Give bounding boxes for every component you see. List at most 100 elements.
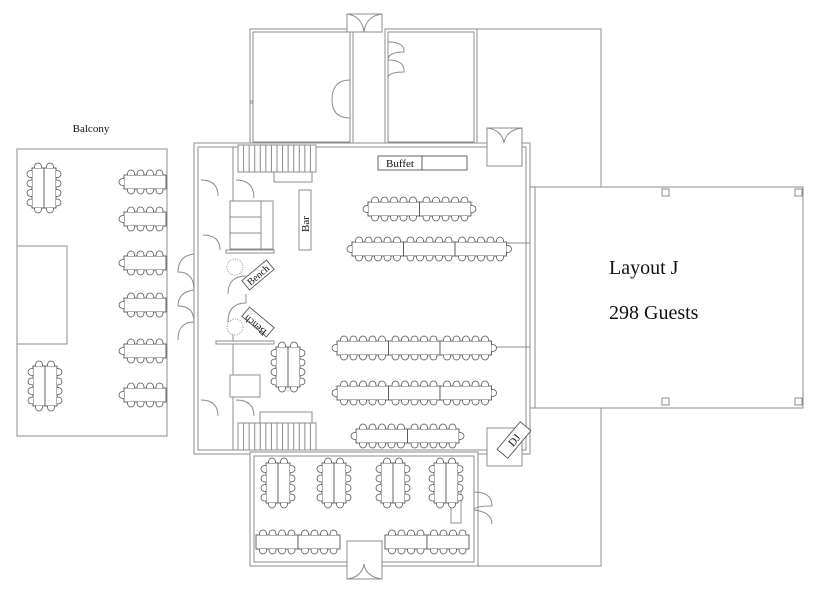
- chair-icon: [350, 432, 356, 440]
- chair-icon: [259, 529, 267, 535]
- chair-icon: [155, 206, 164, 212]
- chair-icon: [127, 250, 135, 256]
- chair-icon: [136, 402, 145, 408]
- plant-icon: [226, 258, 244, 276]
- chair-icon: [374, 256, 382, 262]
- chair-icon: [368, 400, 377, 406]
- chair-icon: [146, 312, 154, 318]
- buffet-label: Buffet: [386, 158, 414, 170]
- banquet-table: [255, 534, 299, 550]
- chair-icon: [260, 474, 266, 483]
- banquet-table: [297, 534, 341, 550]
- chair-icon: [355, 236, 363, 242]
- chair-icon: [375, 484, 381, 492]
- chair-icon: [378, 335, 386, 341]
- banquet-table: [123, 387, 167, 403]
- stairs-bottom: [237, 411, 317, 451]
- door-swing-icon: [331, 79, 351, 119]
- chair-icon: [429, 355, 438, 361]
- chair-icon: [136, 270, 145, 276]
- landing: [259, 411, 313, 424]
- chair-icon: [324, 503, 332, 509]
- chair-icon: [383, 503, 391, 509]
- chair-icon: [127, 358, 135, 364]
- chair-icon: [359, 443, 367, 449]
- chair-icon: [378, 443, 386, 449]
- chair-icon: [316, 493, 322, 502]
- chair-icon: [388, 549, 396, 555]
- chair-icon: [56, 170, 62, 178]
- chair-icon: [391, 380, 400, 386]
- chair-icon: [420, 355, 428, 361]
- service-area: [177, 147, 275, 450]
- chair-icon: [136, 250, 145, 256]
- chair-icon: [301, 529, 309, 535]
- banquet-table: [336, 340, 389, 356]
- chair-icon: [420, 400, 428, 406]
- door-swing-icon: [202, 234, 221, 251]
- chair-icon: [136, 226, 145, 232]
- chair-icon: [278, 387, 286, 393]
- chair-icon: [146, 206, 154, 212]
- chair-icon: [436, 457, 444, 463]
- chair-icon: [430, 529, 438, 535]
- chair-icon: [458, 256, 466, 262]
- chair-icon: [136, 312, 145, 318]
- chair-icon: [346, 484, 352, 492]
- chair-icon: [278, 341, 286, 347]
- chair-icon: [346, 465, 352, 473]
- chair-icon: [375, 474, 381, 483]
- door-swing-icon[interactable]: [473, 491, 493, 525]
- chair-icon: [268, 457, 276, 463]
- left-entrance-doors[interactable]: [177, 253, 195, 341]
- chair-icon: [268, 503, 276, 509]
- chair-icon: [260, 493, 266, 502]
- chair-icon: [444, 256, 453, 262]
- chair-icon: [429, 443, 438, 449]
- chair-icon: [280, 503, 288, 509]
- chair-icon: [452, 380, 461, 386]
- balcony-label: Balcony: [73, 123, 110, 135]
- chair-icon: [301, 549, 309, 555]
- chair-icon: [56, 198, 62, 207]
- chair-icon: [127, 206, 135, 212]
- chair-icon: [471, 355, 480, 361]
- banquet-table: [367, 201, 420, 217]
- chair-icon: [371, 196, 379, 202]
- chair-icon: [268, 529, 277, 535]
- chair-icon: [316, 484, 322, 492]
- chair-icon: [35, 360, 43, 366]
- chair-icon: [443, 355, 451, 361]
- bottom-entrance-door[interactable]: [346, 540, 383, 580]
- chair-icon: [57, 387, 63, 395]
- chair-icon: [118, 178, 124, 186]
- chair-icon: [448, 423, 457, 429]
- chair-icon: [56, 189, 62, 197]
- side-door-top[interactable]: [486, 127, 523, 167]
- chair-icon: [410, 423, 419, 429]
- chair-icon: [368, 443, 377, 449]
- chair-icon: [146, 169, 154, 175]
- chair-icon: [428, 465, 434, 473]
- chair-icon: [416, 256, 424, 262]
- chair-icon: [401, 335, 409, 341]
- chair-icon: [290, 341, 298, 347]
- chair-icon: [340, 400, 348, 406]
- chair-icon: [407, 529, 415, 535]
- chair-icon: [57, 377, 63, 386]
- chair-icon: [393, 236, 401, 242]
- storage-column: [260, 200, 274, 250]
- chair-icon: [290, 484, 296, 492]
- chair-icon: [136, 382, 145, 388]
- chair-icon: [395, 457, 403, 463]
- banquet-table: [123, 343, 167, 359]
- chair-icon: [127, 292, 135, 298]
- chair-icon: [118, 259, 124, 267]
- banquet-table: [439, 385, 492, 401]
- chair-icon: [26, 189, 32, 197]
- chair-icon: [471, 335, 480, 341]
- chair-icon: [451, 216, 459, 222]
- chair-icon: [422, 216, 431, 222]
- chair-icon: [146, 382, 154, 388]
- column-marker: [794, 188, 803, 197]
